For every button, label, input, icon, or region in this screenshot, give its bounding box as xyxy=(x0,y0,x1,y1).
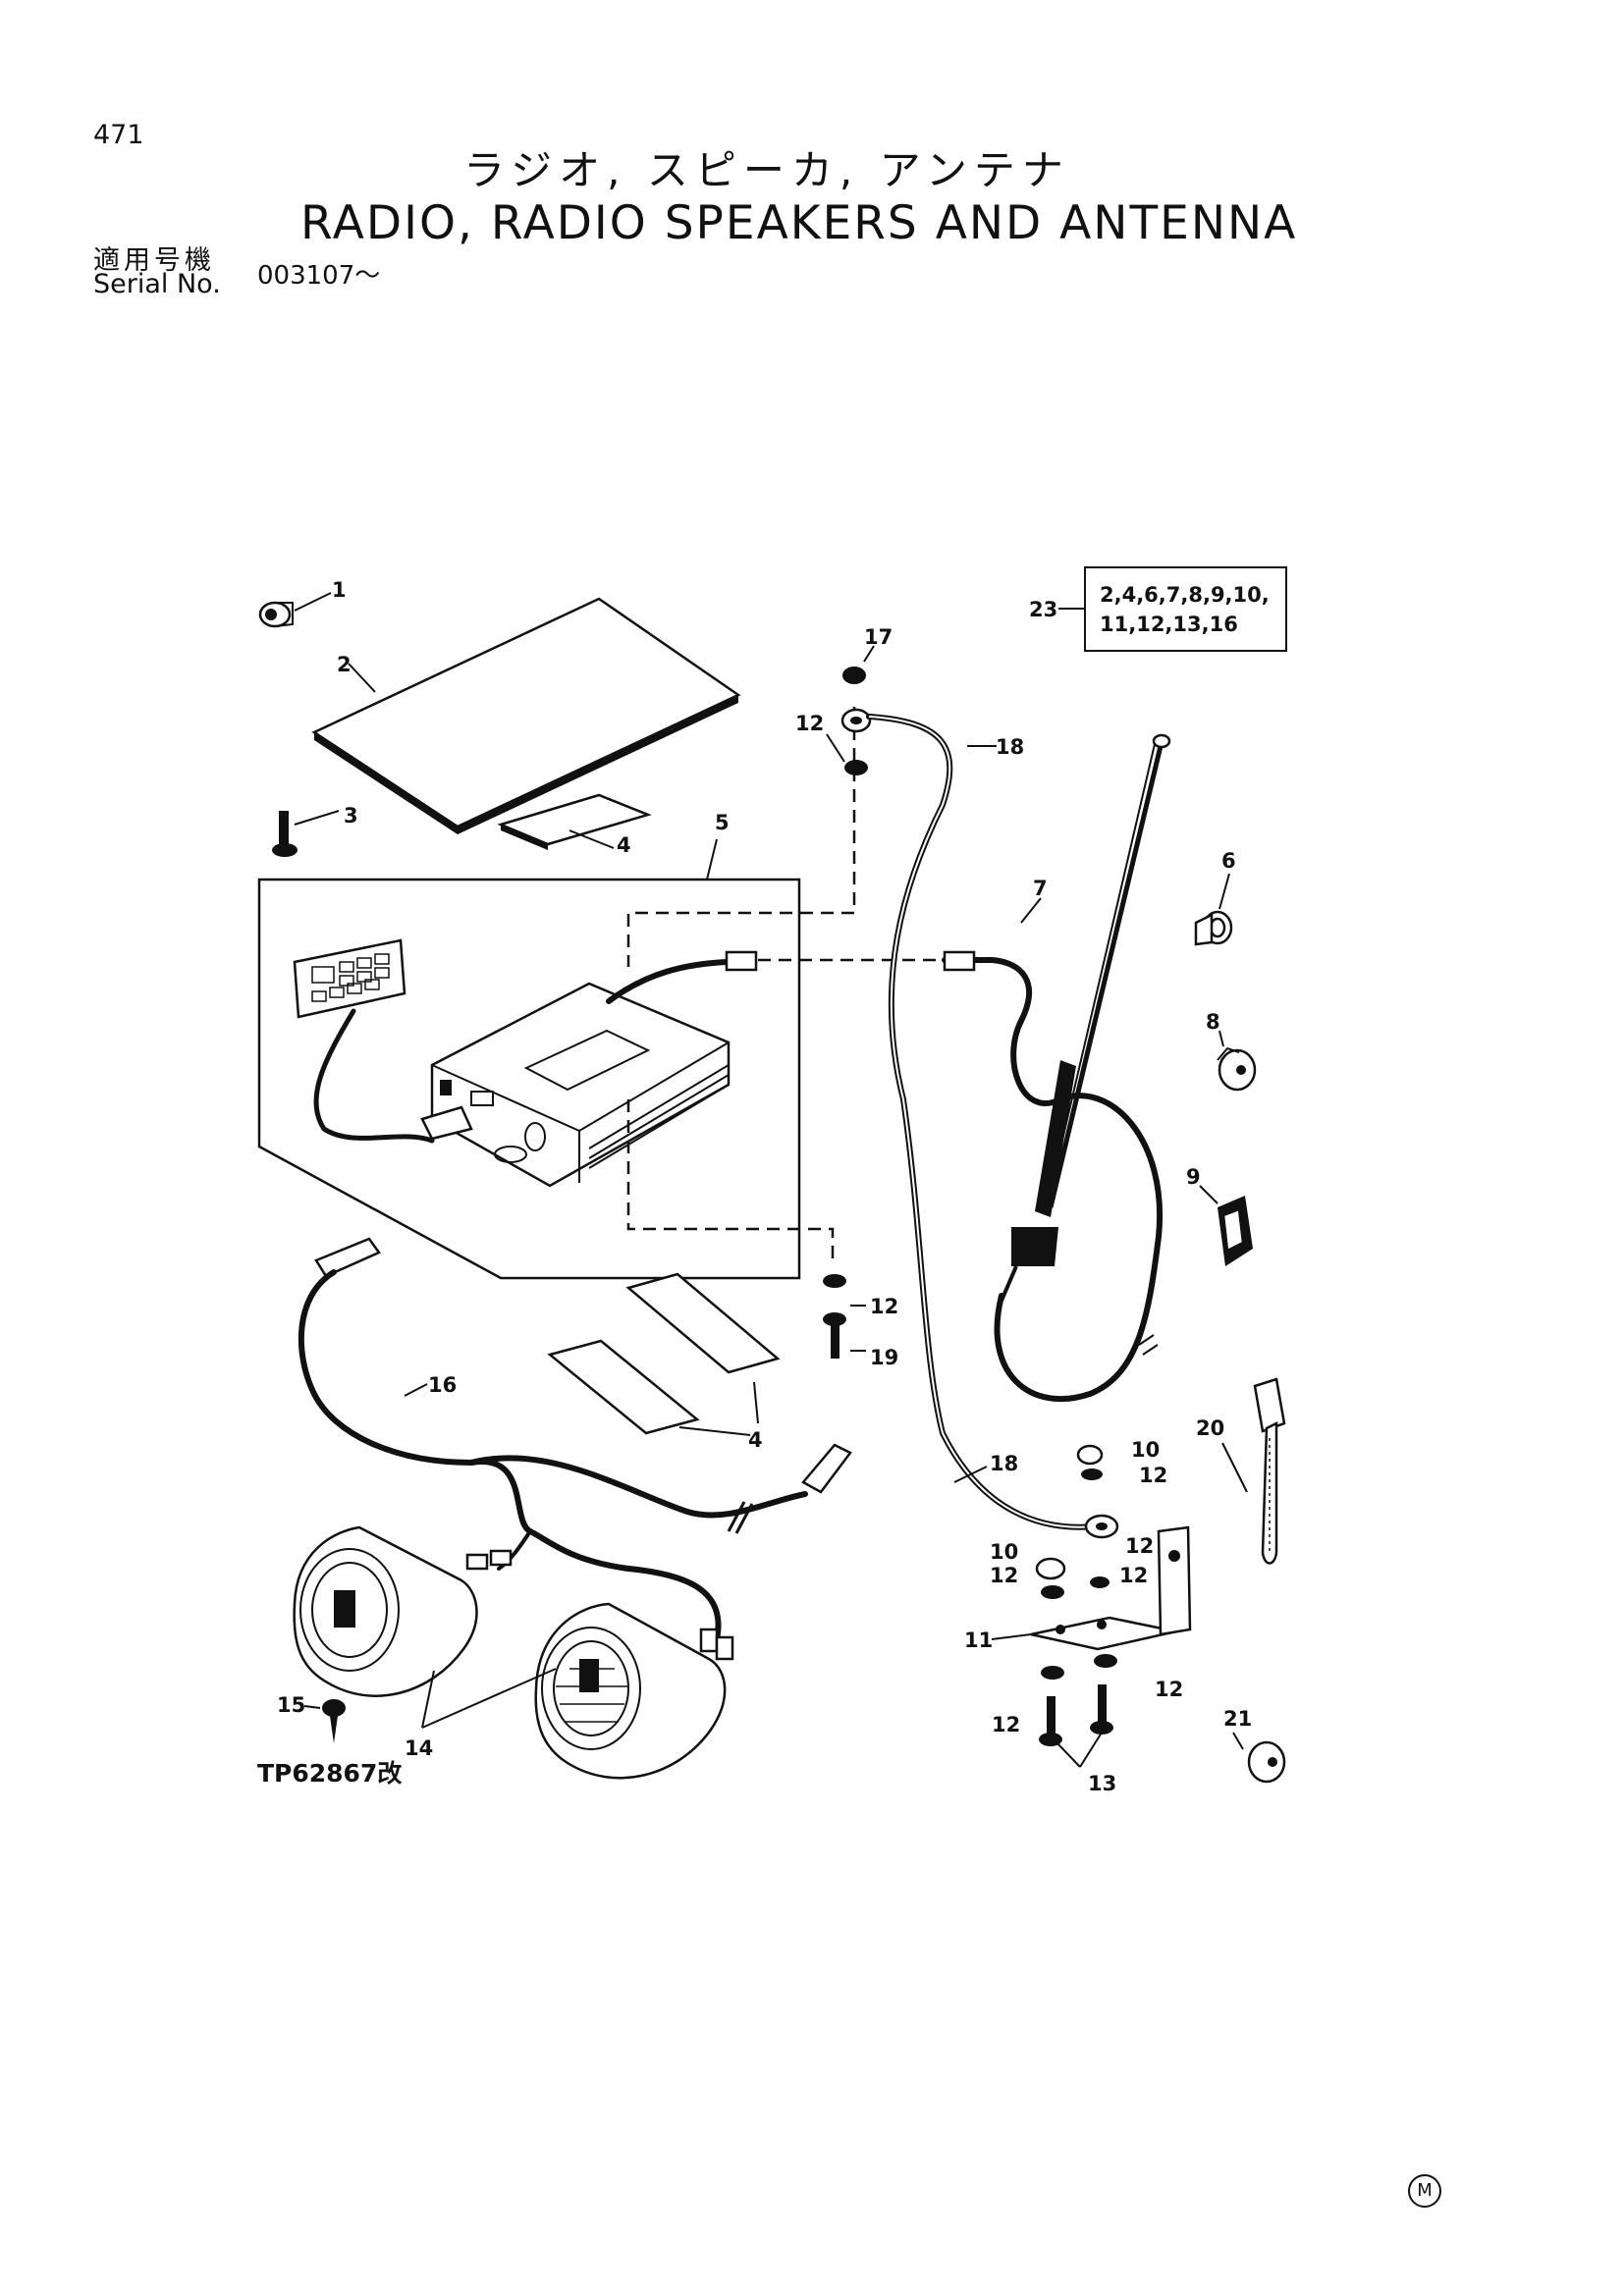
part-1-knob-drawing xyxy=(258,592,332,628)
callout-15: 15 xyxy=(277,1693,305,1717)
callout-21: 21 xyxy=(1223,1707,1252,1731)
callout-13: 13 xyxy=(1088,1772,1116,1795)
part-4-pad-lower-drawing xyxy=(547,1272,781,1436)
serial-label-japanese: 適用号機 xyxy=(93,245,215,276)
part-21-drawing xyxy=(1232,1732,1286,1784)
kit-box-frame xyxy=(1084,566,1287,652)
callout-12-top: 12 xyxy=(795,712,824,735)
callout-20: 20 xyxy=(1196,1416,1224,1440)
serial-label-english: Serial No. xyxy=(93,269,221,299)
page-title-english: RADIO, RADIO SPEAKERS AND ANTENNA xyxy=(300,196,1298,250)
serial-number-value: 003107～ xyxy=(257,261,381,291)
part-4-pad-upper-drawing xyxy=(497,793,652,850)
part-9-clip-drawing xyxy=(1199,1185,1253,1266)
kit-box-line-1: 2,4,6,7,8,9,10, xyxy=(1100,583,1270,607)
kit-box: 23 2,4,6,7,8,9,10, 11,12,13,16 xyxy=(1029,566,1287,652)
callout-23: 23 xyxy=(1029,598,1057,621)
callout-6: 6 xyxy=(1221,849,1236,873)
callout-12-l1: 12 xyxy=(990,1564,1018,1587)
connection-dashes xyxy=(626,707,945,1266)
callout-1: 1 xyxy=(332,578,347,602)
callout-12-r3: 12 xyxy=(1119,1564,1148,1587)
part-14-speakers-drawing xyxy=(293,1525,727,1780)
callout-9: 9 xyxy=(1186,1165,1201,1189)
drawing-reference-code: TP62867改 xyxy=(257,1759,403,1788)
callout-12-mid: 12 xyxy=(870,1295,898,1318)
callout-19: 19 xyxy=(870,1346,898,1369)
publisher-mark: M xyxy=(1408,2174,1441,2208)
callout-18-lower: 18 xyxy=(990,1452,1018,1475)
part-17-nut-drawing xyxy=(826,645,875,775)
callout-2: 2 xyxy=(337,653,352,676)
callout-17: 17 xyxy=(864,625,893,649)
part-16-harness-drawing xyxy=(298,1237,852,1661)
callouts: 1 2 3 4 5 6 7 8 9 10 10 11 12 12 12 12 1… xyxy=(277,578,1252,1795)
part-6-drawing xyxy=(1194,873,1233,946)
part-5-radio-assembly-drawing xyxy=(257,838,801,1280)
part-11-bracket-drawing xyxy=(991,1444,1192,1768)
callout-3: 3 xyxy=(344,804,358,828)
callout-14: 14 xyxy=(405,1736,433,1760)
part-15-screw-drawing xyxy=(303,1699,346,1743)
callout-12-r1: 12 xyxy=(1139,1464,1167,1487)
page-number: 471 xyxy=(93,120,144,150)
callout-4-upper: 4 xyxy=(617,833,631,857)
part-19-bolt-drawing xyxy=(823,1274,866,1359)
kit-box-line-2: 11,12,13,16 xyxy=(1100,613,1238,636)
part-2-plate-drawing xyxy=(311,597,741,834)
page-title-japanese: ラジオ, スピーカ, アンテナ xyxy=(463,146,1070,194)
callout-11: 11 xyxy=(964,1629,993,1652)
part-7-antenna-drawing xyxy=(942,733,1171,1402)
callout-5: 5 xyxy=(715,811,730,834)
callout-12-r4: 12 xyxy=(1155,1678,1183,1701)
callout-7: 7 xyxy=(1033,877,1048,900)
callout-12-r2: 12 xyxy=(1125,1534,1154,1558)
part-3-bolt-drawing xyxy=(272,810,340,857)
callout-16: 16 xyxy=(428,1373,457,1397)
callout-10-upper: 10 xyxy=(1131,1438,1160,1462)
part-20-cable-tie-drawing xyxy=(1221,1377,1286,1565)
part-18-ground-strap-drawing xyxy=(866,714,1119,1539)
callout-18-upper: 18 xyxy=(996,735,1024,759)
callout-12-l2: 12 xyxy=(992,1713,1020,1736)
callout-8: 8 xyxy=(1206,1010,1220,1034)
callout-10-lower: 10 xyxy=(990,1540,1018,1564)
part-8-drawing xyxy=(1217,1030,1257,1092)
callout-4-lower: 4 xyxy=(748,1428,763,1452)
